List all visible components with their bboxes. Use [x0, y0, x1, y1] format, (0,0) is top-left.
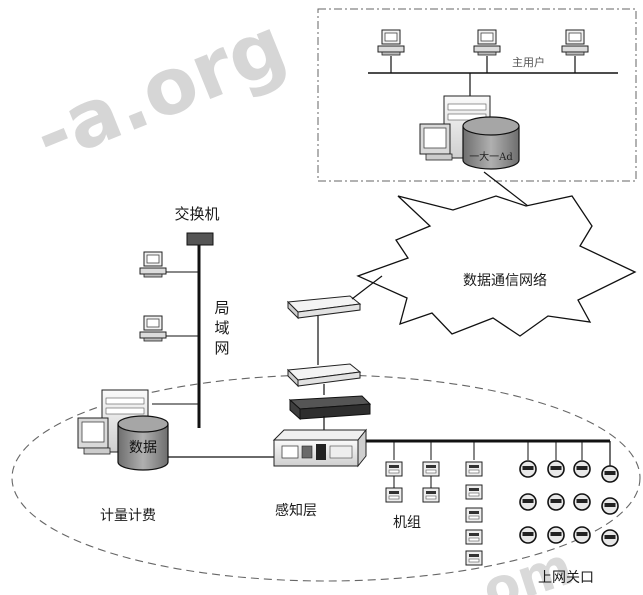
- unit-meter-icon: [423, 462, 439, 476]
- unit-meter-icon: [466, 530, 482, 544]
- modem-icon: [288, 296, 360, 318]
- billing-label: 计量计费: [100, 508, 156, 524]
- lan-label-1: 局: [214, 299, 229, 317]
- data-collector-icon: [274, 430, 366, 466]
- round-meter-icon: [574, 461, 590, 477]
- round-meter-icon: [520, 461, 536, 477]
- switch-label: 交换机: [174, 205, 219, 223]
- remote-db-label: 一大一Ad: [469, 150, 513, 163]
- unit-meter-icon: [466, 551, 482, 565]
- round-meter-icon: [574, 527, 590, 543]
- unit-meter-icon: [423, 488, 439, 502]
- lan-label-2: 域: [214, 319, 229, 337]
- remote-pc-3-icon: [562, 30, 588, 55]
- billing-db-label: 数据: [129, 440, 157, 456]
- round-meter-icon: [520, 527, 536, 543]
- perception-label: 感知层: [275, 502, 317, 519]
- watermark-top: -a.org: [21, 0, 298, 182]
- remote-database-icon: 一大一Ad: [463, 117, 519, 169]
- round-meter-icon: [602, 530, 618, 546]
- lan-label: 局 域 网: [214, 299, 229, 357]
- round-meter-icon: [520, 494, 536, 510]
- lan-pc-2-icon: [140, 316, 166, 341]
- unit-meter-icon: [466, 485, 482, 499]
- unit-meter-icon: [386, 462, 402, 476]
- lan-pc-1-icon: [140, 252, 166, 277]
- watermark-text-top: -a.org: [21, 0, 298, 182]
- unit-meter-icon: [466, 508, 482, 522]
- billing-database-icon: 数据: [118, 416, 168, 470]
- gateway-meters: [520, 461, 618, 546]
- remote-user-zone: 主用户 一大一Ad: [318, 9, 636, 181]
- remote-pc-1-icon: [378, 30, 404, 55]
- data-communication-network: 数据通信网络: [358, 196, 635, 336]
- remote-caption: 主用户: [512, 55, 545, 69]
- round-meter-icon: [548, 527, 564, 543]
- lan-label-3: 网: [214, 339, 229, 357]
- unit-meter-icon: [466, 462, 482, 476]
- round-meter-icon: [602, 498, 618, 514]
- round-meter-icon: [548, 494, 564, 510]
- round-meter-icon: [548, 461, 564, 477]
- unit-meter-icon: [386, 488, 402, 502]
- round-meter-icon: [574, 494, 590, 510]
- remote-pc-2-icon: [474, 30, 500, 55]
- unit-meters: [386, 462, 482, 565]
- terminal-box-icon: [290, 396, 370, 419]
- gateway-label: 上网关口: [538, 570, 594, 586]
- switch: 交换机: [174, 205, 219, 245]
- round-meter-icon: [602, 466, 618, 482]
- router-icon: [288, 364, 360, 386]
- units-label: 机组: [393, 515, 421, 531]
- network-label: 数据通信网络: [463, 273, 547, 289]
